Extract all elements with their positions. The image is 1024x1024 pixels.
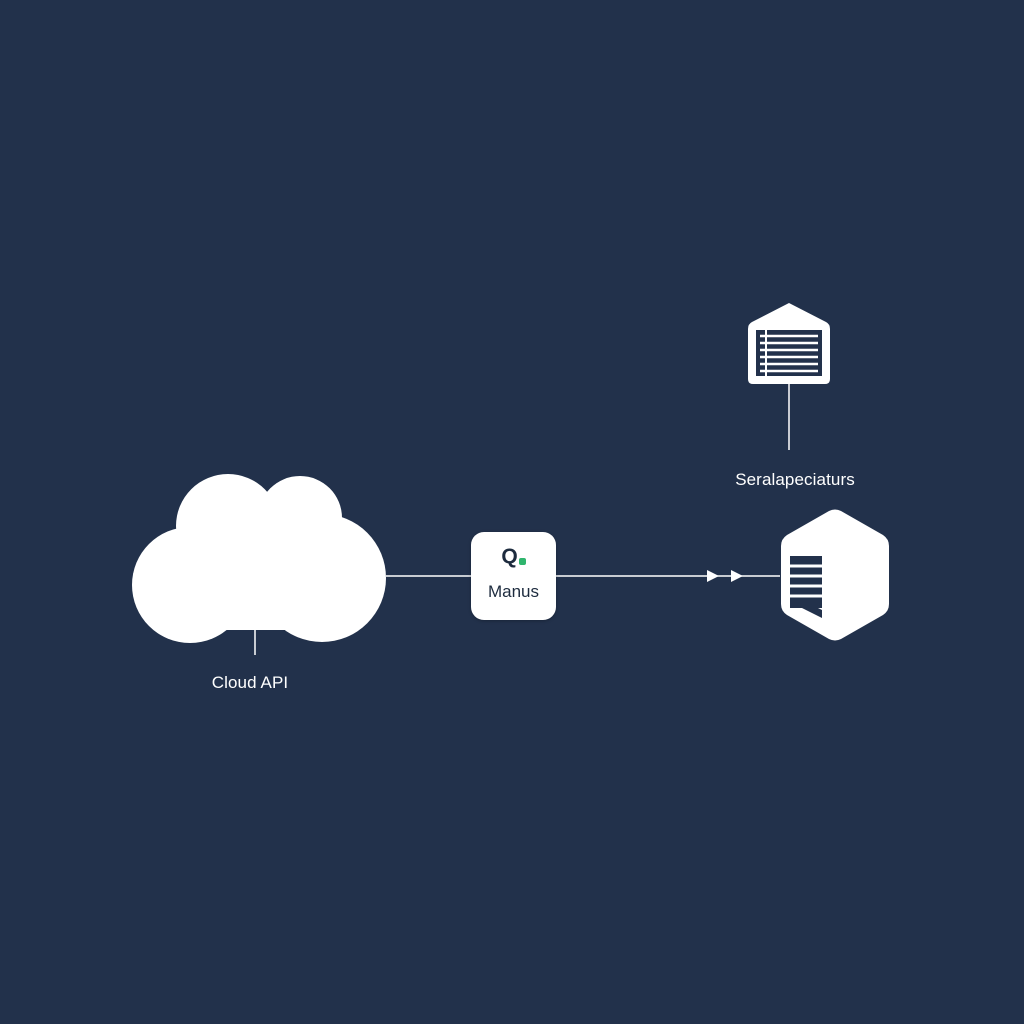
manus-label: Manus xyxy=(487,582,540,601)
logo-accent xyxy=(518,558,526,565)
cloud-api-label: Cloud API xyxy=(211,673,289,692)
storage-hexagon-icon xyxy=(781,509,889,641)
manus-logo-text: Q xyxy=(501,545,518,568)
arrowhead-2 xyxy=(731,570,743,582)
arrowhead-1 xyxy=(707,570,719,582)
server-rack-icon xyxy=(748,303,830,384)
manus-logo-icon: Q xyxy=(471,546,556,567)
server-label: Seralapeciaturs xyxy=(735,470,855,489)
manus-node: Q Manus xyxy=(471,532,556,620)
cloud-icon xyxy=(132,474,386,643)
